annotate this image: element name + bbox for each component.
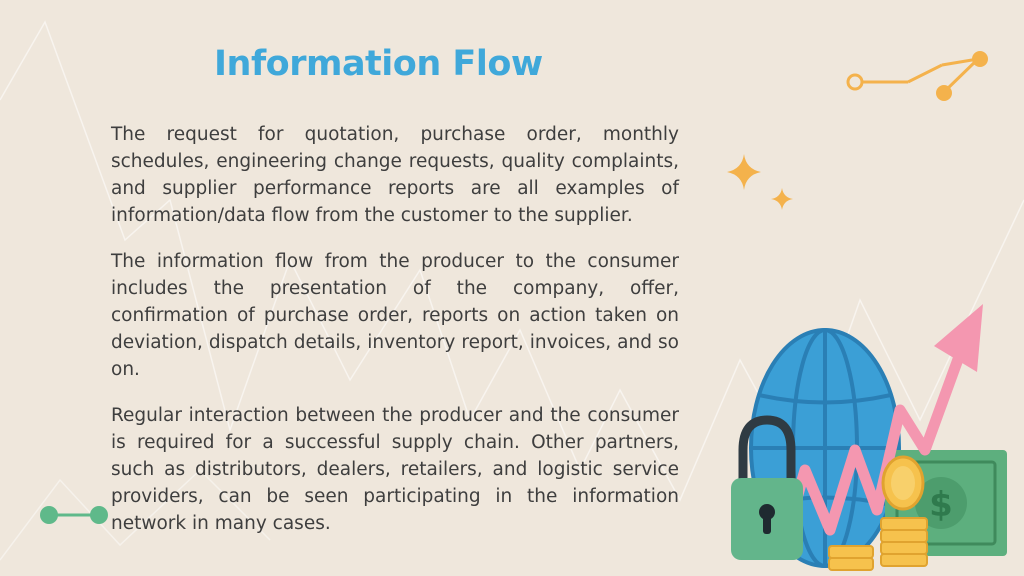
finance-illustration: $ <box>731 304 1007 571</box>
paragraph-customer-to-supplier: The request for quotation, purchase orde… <box>111 124 679 226</box>
sparkle-icon <box>771 188 793 210</box>
svg-text:$: $ <box>929 485 953 525</box>
paragraph-producer-to-consumer: The information flow from the producer t… <box>111 251 679 380</box>
coin-stack-icon <box>828 455 928 571</box>
slide-title: Information Flow <box>214 44 543 84</box>
network-line-icon <box>846 51 988 101</box>
body-text: The request for quotation, purchase orde… <box>111 121 679 556</box>
paragraph-interaction: Regular interaction between the producer… <box>111 405 679 534</box>
padlock-icon <box>731 415 803 560</box>
connector-icon <box>40 506 108 524</box>
growth-arrow-icon <box>779 304 983 546</box>
sparkle-icon <box>727 154 761 190</box>
